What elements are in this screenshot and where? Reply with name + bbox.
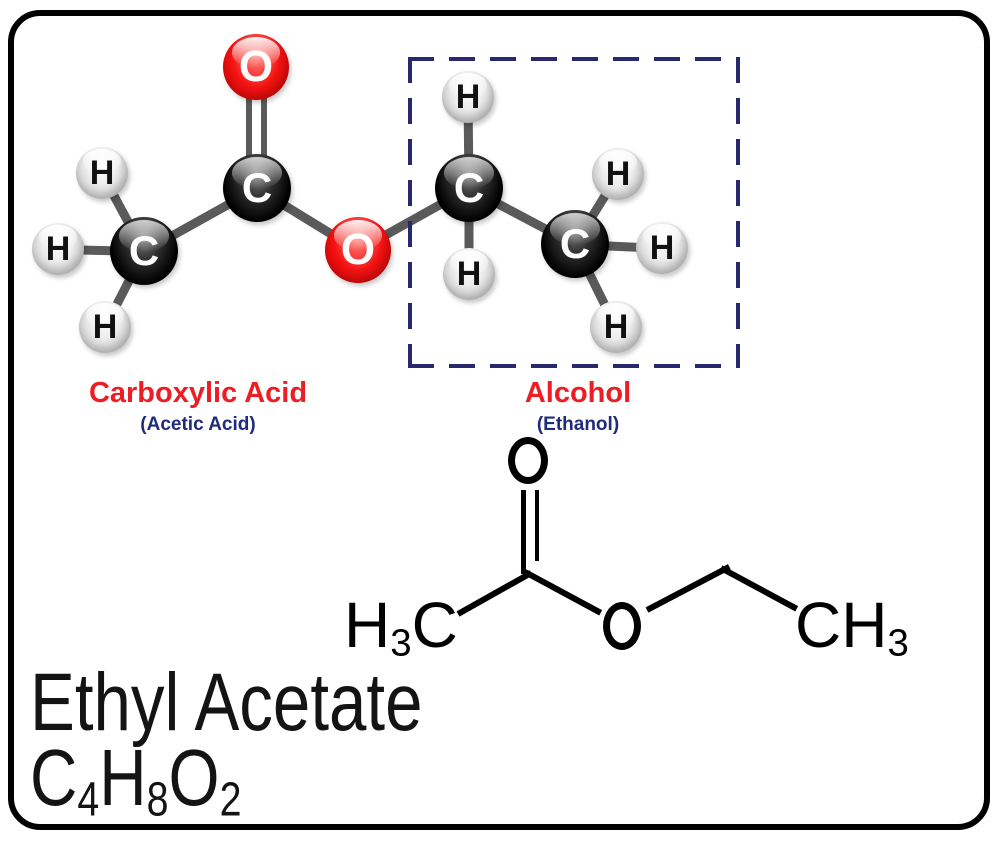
label-alcohol: Alcohol (Ethanol) (448, 377, 708, 435)
ch3-subscript: 3 (887, 621, 909, 665)
skeletal-ester-oxygen-ring (603, 602, 641, 650)
double-bond-line-right (261, 67, 267, 188)
atom-carbon-methyl: C (110, 217, 178, 285)
dashed-box-top-edge (408, 57, 740, 61)
compound-name: Ethyl Acetate (30, 657, 423, 748)
h3c-subscript: 3 (390, 621, 412, 665)
alcohol-title: Alcohol (524, 377, 632, 409)
skeletal-ch3-label: CH3 (795, 589, 909, 665)
acetic-acid-subtitle: (Acetic Acid) (140, 414, 256, 435)
skeletal-carbonyl-oxygen-ring (508, 437, 548, 484)
dashed-box-bottom-edge (408, 364, 740, 368)
chemical-formula: C4H8O2 (30, 733, 242, 827)
dashed-box-left-edge (408, 57, 412, 368)
atom-oxygen-carbonyl: O (223, 34, 289, 100)
double-bond-line-left (246, 67, 252, 188)
atom-hydrogen: H (32, 223, 84, 275)
dashed-box-right-edge (736, 57, 740, 368)
atom-hydrogen: H (636, 222, 688, 274)
atom-carbon-ch3: C (541, 210, 609, 278)
atom-hydrogen: H (79, 301, 131, 353)
skeletal-double-bond-left (521, 490, 526, 574)
atom-hydrogen: H (76, 147, 128, 199)
atom-hydrogen: H (590, 301, 642, 353)
carboxylic-acid-title: Carboxylic Acid (88, 377, 308, 409)
atom-hydrogen: H (443, 248, 495, 300)
atom-hydrogen: H (442, 71, 494, 123)
atom-carbon-carbonyl: C (223, 154, 291, 222)
skeletal-double-bond-right (534, 490, 539, 561)
label-carboxylic-acid: Carboxylic Acid (Acetic Acid) (68, 377, 328, 435)
outer-rounded-border (8, 10, 990, 830)
skeletal-h3c-label: H3C (344, 589, 458, 665)
atom-oxygen-ester: O (325, 217, 391, 283)
atom-carbon-ch2: C (435, 154, 503, 222)
ethanol-subtitle: (Ethanol) (536, 414, 620, 435)
atom-hydrogen: H (592, 148, 644, 200)
